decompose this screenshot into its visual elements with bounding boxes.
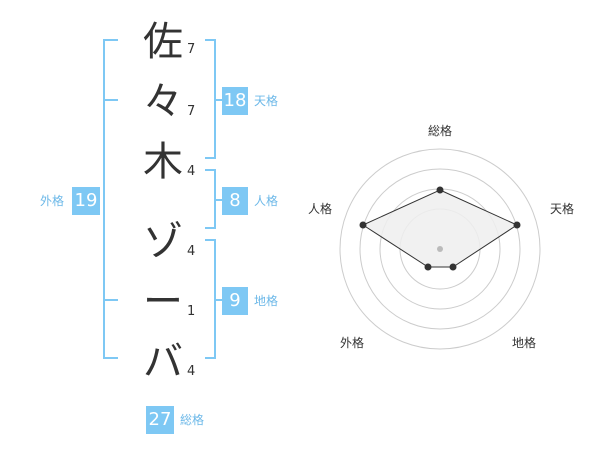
gaikaku-badge: 19	[72, 187, 100, 215]
soukaku-badge: 27	[146, 406, 174, 434]
gaikaku-bracket	[103, 39, 118, 359]
radar-label-bottom-left: 外格	[339, 336, 364, 350]
stroke-count-2: 7	[187, 104, 196, 119]
radar-point-chikaku	[449, 263, 457, 271]
soukaku-label: 総格	[180, 413, 205, 427]
radar-point-gaikaku	[424, 263, 432, 271]
name-char-3: 木	[143, 139, 183, 185]
jinkaku-bracket	[205, 169, 216, 229]
tenkaku-label: 天格	[254, 94, 279, 108]
gaikaku-label: 外格	[40, 194, 65, 208]
jinkaku-badge: 8	[222, 187, 248, 215]
radar-chart	[339, 148, 541, 350]
radar-label-left: 人格	[307, 202, 332, 216]
stroke-count-5: 1	[187, 304, 196, 319]
chikaku-badge: 9	[222, 287, 248, 315]
radar-center	[437, 246, 443, 252]
radar-label-bottom-right: 地格	[511, 336, 536, 350]
radar-polygon	[361, 189, 519, 268]
radar-point-jinkaku	[359, 221, 367, 229]
jinkaku-label: 人格	[254, 194, 279, 208]
radar-point-tenkaku	[513, 221, 521, 229]
radar-label-top: 総格	[427, 124, 452, 138]
radar-ring-3	[359, 168, 521, 330]
stroke-count-3: 4	[187, 164, 196, 179]
stroke-count-6: 4	[187, 364, 196, 379]
name-char-1: 佐	[143, 19, 183, 65]
radar-point-soukaku	[436, 186, 444, 194]
stroke-count-4: 4	[187, 244, 196, 259]
radar-ring-4	[339, 148, 541, 350]
radar-label-right: 天格	[549, 202, 574, 216]
chikaku-label: 地格	[254, 294, 279, 308]
name-char-6: バ	[143, 339, 183, 385]
name-char-5: ー	[143, 279, 183, 325]
name-char-2: 々	[143, 79, 183, 125]
name-char-4: ゾ	[143, 219, 183, 265]
tenkaku-badge: 18	[222, 87, 248, 115]
tenkaku-bracket	[205, 39, 216, 159]
stroke-count-1: 7	[187, 42, 196, 57]
chikaku-bracket	[205, 239, 216, 359]
